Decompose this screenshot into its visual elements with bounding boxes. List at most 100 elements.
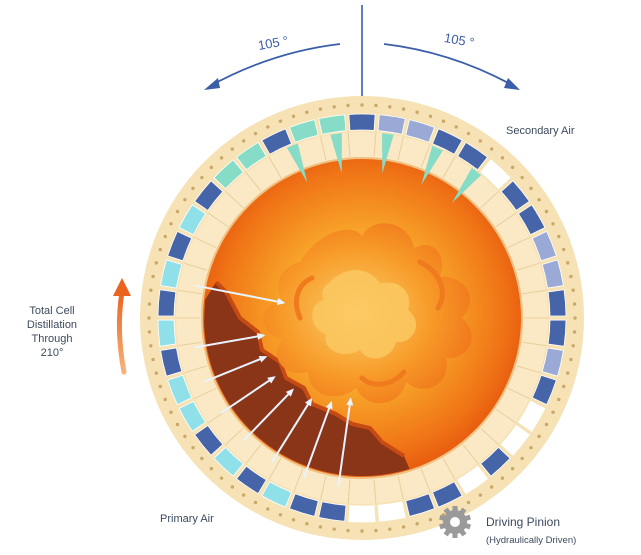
ring-dot bbox=[332, 105, 336, 109]
gear-tooth bbox=[443, 507, 452, 516]
ring-dot bbox=[318, 525, 323, 529]
ring-dot bbox=[147, 316, 151, 320]
ring-dot bbox=[209, 165, 214, 170]
ring-dot bbox=[346, 103, 350, 108]
ring-dot bbox=[147, 330, 152, 334]
total-cell-label-2: Distillation bbox=[27, 319, 77, 331]
gear-tooth bbox=[452, 506, 458, 512]
ring-dot bbox=[230, 147, 235, 151]
rotation-arrow-left bbox=[204, 43, 341, 90]
ring-dot bbox=[544, 422, 549, 427]
air-nozzle bbox=[451, 167, 482, 203]
ring-dot bbox=[158, 384, 163, 389]
ring-dot bbox=[253, 500, 258, 505]
ring-dot bbox=[230, 485, 235, 489]
ring-dot bbox=[401, 107, 406, 111]
cell-segment bbox=[157, 289, 177, 317]
cell-segment bbox=[531, 374, 557, 406]
ring-dot bbox=[572, 302, 577, 306]
inner-divider bbox=[347, 479, 351, 504]
ring-dot bbox=[569, 274, 573, 279]
ring-dot bbox=[441, 119, 446, 123]
ring-dot bbox=[266, 507, 270, 511]
ring-dot bbox=[175, 209, 180, 214]
ring-dot bbox=[169, 410, 173, 414]
ring-dot bbox=[572, 330, 577, 334]
inner-divider bbox=[320, 136, 327, 161]
ring-dot bbox=[253, 131, 258, 136]
cell-segment bbox=[377, 501, 406, 522]
ring-dot bbox=[561, 247, 566, 252]
cell-segment bbox=[160, 347, 183, 377]
ring-dot bbox=[571, 288, 575, 292]
air-arrow bbox=[302, 402, 333, 479]
inner-divider bbox=[442, 156, 456, 178]
ring-dot bbox=[520, 456, 524, 461]
cell-segment bbox=[167, 230, 193, 262]
cell-segment bbox=[480, 446, 511, 477]
ring-dot bbox=[454, 125, 458, 129]
ring-dot bbox=[149, 288, 153, 292]
cell-segment bbox=[167, 374, 193, 406]
cell-segment bbox=[288, 119, 319, 143]
inner-divider bbox=[373, 132, 377, 157]
ring-dot bbox=[151, 357, 155, 362]
inner-divider bbox=[522, 341, 546, 347]
inner-divider bbox=[522, 289, 546, 295]
inner-divider bbox=[320, 475, 327, 500]
air-arrow-head bbox=[257, 332, 266, 340]
inner-divider bbox=[178, 289, 202, 295]
inner-divider bbox=[245, 172, 262, 192]
gear-tooth bbox=[458, 528, 467, 537]
inner-divider bbox=[462, 444, 479, 464]
inner-divider bbox=[268, 458, 282, 480]
ring-dot bbox=[318, 107, 323, 111]
ring-dot bbox=[428, 114, 433, 119]
ring-dot bbox=[478, 493, 483, 497]
inner-divider bbox=[225, 427, 244, 445]
ring-dot bbox=[200, 175, 204, 180]
primary-air-label: Primary Air bbox=[160, 513, 214, 525]
ring-dot bbox=[183, 197, 187, 202]
ring-dot bbox=[278, 119, 283, 123]
ring-dot bbox=[241, 139, 246, 143]
inner-divider bbox=[194, 236, 217, 249]
air-nozzle bbox=[330, 133, 342, 174]
secondary-air-label: Secondary Air bbox=[506, 125, 575, 137]
ring-dot bbox=[388, 105, 392, 109]
cell-segment bbox=[531, 230, 557, 262]
ring-dot bbox=[147, 302, 152, 306]
cell-segment bbox=[517, 204, 546, 236]
ring-dot bbox=[291, 517, 296, 522]
ring-dot bbox=[191, 186, 195, 191]
gear-tooth bbox=[463, 514, 471, 522]
air-arrow-head bbox=[258, 355, 268, 363]
cell-segment bbox=[348, 113, 376, 131]
ring-dot bbox=[551, 222, 555, 226]
inner-divider bbox=[480, 427, 499, 445]
inner-divider bbox=[495, 408, 516, 424]
driving-pinion-sublabel: (Hydraulically Driven) bbox=[486, 535, 576, 546]
cell-ring bbox=[157, 113, 567, 523]
ring-dot bbox=[374, 103, 378, 108]
rotation-label-left: 105 ° bbox=[257, 33, 290, 53]
gear-tooth bbox=[458, 507, 467, 516]
ring-dot bbox=[401, 525, 406, 529]
air-arrow bbox=[220, 376, 275, 414]
inner-divider bbox=[442, 458, 456, 480]
inner-divider bbox=[184, 262, 208, 271]
gear-tooth bbox=[463, 522, 471, 530]
cell-segment bbox=[194, 180, 224, 212]
ring-dot bbox=[529, 186, 533, 191]
ring-dot bbox=[219, 156, 224, 160]
ring-dot bbox=[566, 261, 570, 265]
ring-dot bbox=[500, 476, 505, 480]
gear-tooth bbox=[443, 528, 452, 537]
ring-dot bbox=[415, 110, 419, 114]
cell-segment bbox=[405, 119, 436, 143]
air-arrow bbox=[194, 284, 284, 304]
inner-divider bbox=[420, 144, 431, 168]
air-nozzle bbox=[286, 143, 308, 183]
ring-dot bbox=[154, 261, 158, 265]
ring-dot bbox=[561, 384, 566, 389]
